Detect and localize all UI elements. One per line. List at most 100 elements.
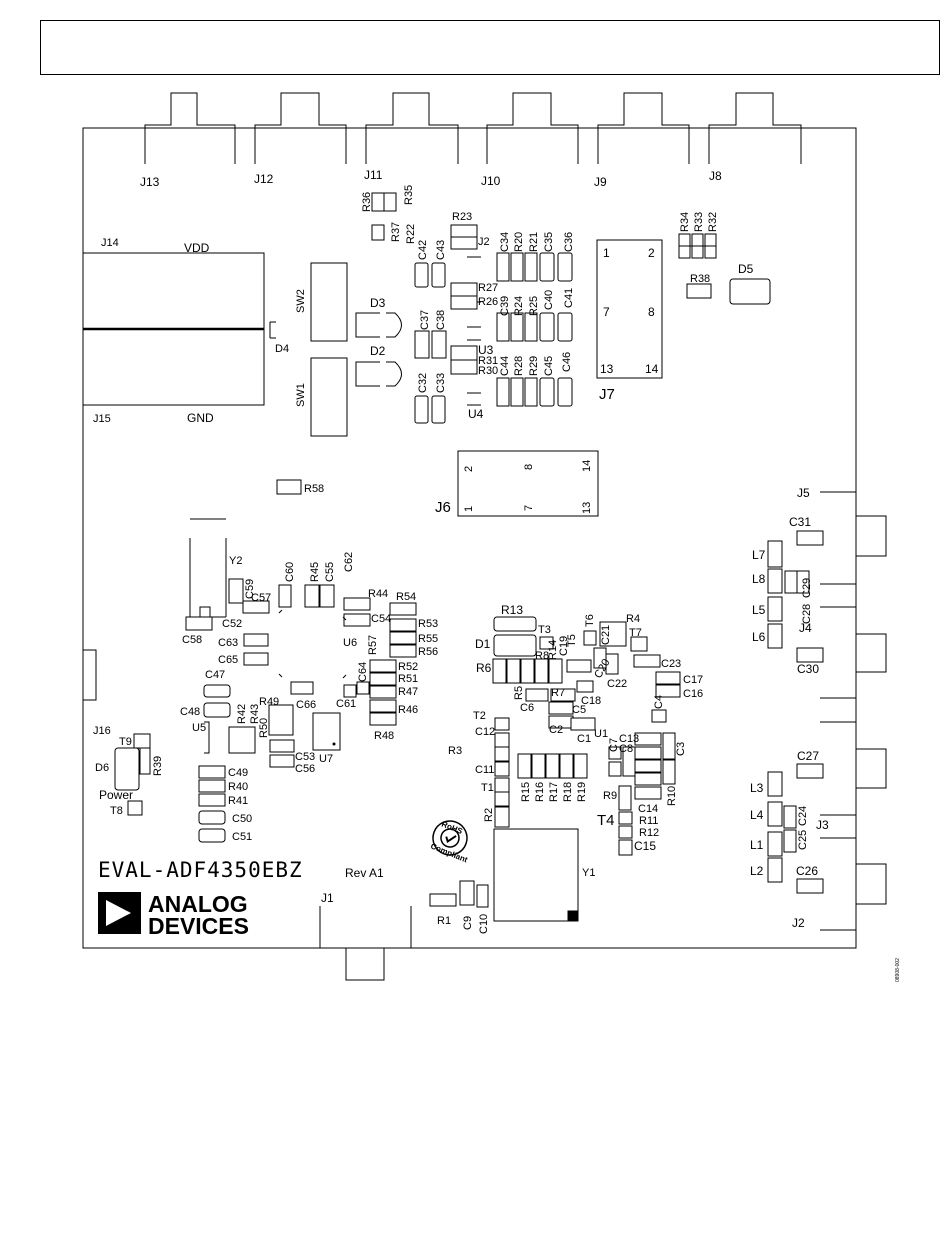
label-r49: R49 xyxy=(259,696,279,708)
label-r28: R28 xyxy=(513,356,525,376)
resistors-r32-r34 xyxy=(678,233,717,259)
j6-pin-8: 8 xyxy=(523,464,535,470)
label-c54: C54 xyxy=(371,613,391,625)
j6-pin-7: 7 xyxy=(523,505,535,511)
label-c22: C22 xyxy=(607,678,627,690)
label-r22: R22 xyxy=(405,224,417,244)
label-r50: R50 xyxy=(258,718,270,738)
label-r33: R33 xyxy=(693,212,705,232)
connector-label-j13: J13 xyxy=(140,175,160,189)
label-r23: R23 xyxy=(452,211,472,223)
label-c30: C30 xyxy=(797,662,819,676)
label-r43: R43 xyxy=(249,704,261,724)
j7-pin-13: 13 xyxy=(600,362,614,376)
label-c29: C29 xyxy=(801,578,813,598)
label-c36: C36 xyxy=(563,232,575,252)
label-c63: C63 xyxy=(218,637,238,649)
label-c66: C66 xyxy=(296,699,316,711)
label-r12: R12 xyxy=(639,827,659,839)
board-outline xyxy=(82,127,857,949)
label-r29: R29 xyxy=(528,356,540,376)
crystal-y1 xyxy=(493,828,579,922)
label-r4: R4 xyxy=(626,613,640,625)
label-r24: R24 xyxy=(513,296,525,316)
label-c44: C44 xyxy=(499,356,511,376)
label-c31: C31 xyxy=(789,515,811,529)
label-t4: T4 xyxy=(597,812,615,829)
label-r57: R57 xyxy=(367,635,379,655)
label-l4: L4 xyxy=(750,808,764,822)
label-c53: C53 xyxy=(295,751,315,763)
label-l3: L3 xyxy=(750,781,764,795)
label-c23: C23 xyxy=(661,658,681,670)
label-c65: C65 xyxy=(218,654,238,666)
connector-label-j4: J4 xyxy=(799,621,812,635)
label-r3: R3 xyxy=(448,745,462,757)
label-r9: R9 xyxy=(603,790,617,802)
label-l7: L7 xyxy=(752,548,766,562)
label-r45: R45 xyxy=(309,562,321,582)
label-d3: D3 xyxy=(370,296,386,310)
label-c14: C14 xyxy=(638,803,658,815)
label-r14: R14 xyxy=(547,640,559,660)
board-name: EVAL-ADF4350EBZ xyxy=(98,858,303,882)
label-r17: R17 xyxy=(548,782,560,802)
figure-id: 08908-002 xyxy=(895,958,901,982)
inductor-group-lower xyxy=(767,763,824,894)
connector-label-j8: J8 xyxy=(709,169,722,183)
label-d2: D2 xyxy=(370,344,386,358)
connector-label-j14: J14 xyxy=(101,237,119,249)
label-r38: R38 xyxy=(690,273,710,285)
label-l8: L8 xyxy=(752,572,766,586)
j7-pin-8: 8 xyxy=(648,305,655,319)
label-r1: R1 xyxy=(437,915,451,927)
label-c3: C3 xyxy=(675,742,687,756)
label-c51: C51 xyxy=(232,831,252,843)
board-revision: Rev A1 xyxy=(345,866,384,880)
header-j6 xyxy=(457,450,599,517)
label-r46: R46 xyxy=(398,704,418,716)
label-r26: R26 xyxy=(478,296,498,308)
label-c33: C33 xyxy=(435,373,447,393)
power-terminal-block xyxy=(82,252,265,406)
label-r56: R56 xyxy=(418,646,438,658)
label-c38: C38 xyxy=(435,310,447,330)
label-l1: L1 xyxy=(750,838,764,852)
connector-label-j16: J16 xyxy=(93,725,111,737)
label-c8: C8 xyxy=(619,743,633,755)
label-u4: U4 xyxy=(468,407,484,421)
label-c24: C24 xyxy=(797,806,809,826)
label-r44: R44 xyxy=(368,588,388,600)
u6-outline-marks xyxy=(278,609,347,679)
label-u1: U1 xyxy=(594,728,608,740)
label-r7: R7 xyxy=(551,687,565,699)
label-c11: C11 xyxy=(475,764,494,776)
label-t5: T5 xyxy=(566,634,578,647)
label-c62: C62 xyxy=(343,552,355,572)
label-c35: C35 xyxy=(543,232,555,252)
connector-label-j2: J2 xyxy=(792,916,805,930)
label-c28: C28 xyxy=(801,604,813,624)
label-sw1: SW1 xyxy=(295,383,307,407)
label-c16: C16 xyxy=(683,688,703,700)
label-c41: C41 xyxy=(563,288,575,308)
label-c57: C57 xyxy=(251,592,271,604)
header-j7 xyxy=(596,239,663,379)
label-r42: R42 xyxy=(236,704,248,724)
label-c46: C46 xyxy=(561,352,573,372)
label-r35: R35 xyxy=(403,185,415,205)
label-c45: C45 xyxy=(543,356,555,376)
label-r48: R48 xyxy=(374,730,394,742)
label-l5: L5 xyxy=(752,603,766,617)
power-label: Power xyxy=(99,788,133,802)
label-c2: C2 xyxy=(549,724,563,736)
crystal-y2 xyxy=(189,518,227,618)
regulator-caps xyxy=(198,765,226,843)
label-c25: C25 xyxy=(797,830,809,850)
label-c18: C18 xyxy=(581,695,601,707)
label-t2: T2 xyxy=(473,710,486,722)
connector-label-j3: J3 xyxy=(816,818,829,832)
switch-sw1 xyxy=(310,357,348,437)
label-d4: D4 xyxy=(275,343,289,355)
label-c50: C50 xyxy=(232,813,252,825)
